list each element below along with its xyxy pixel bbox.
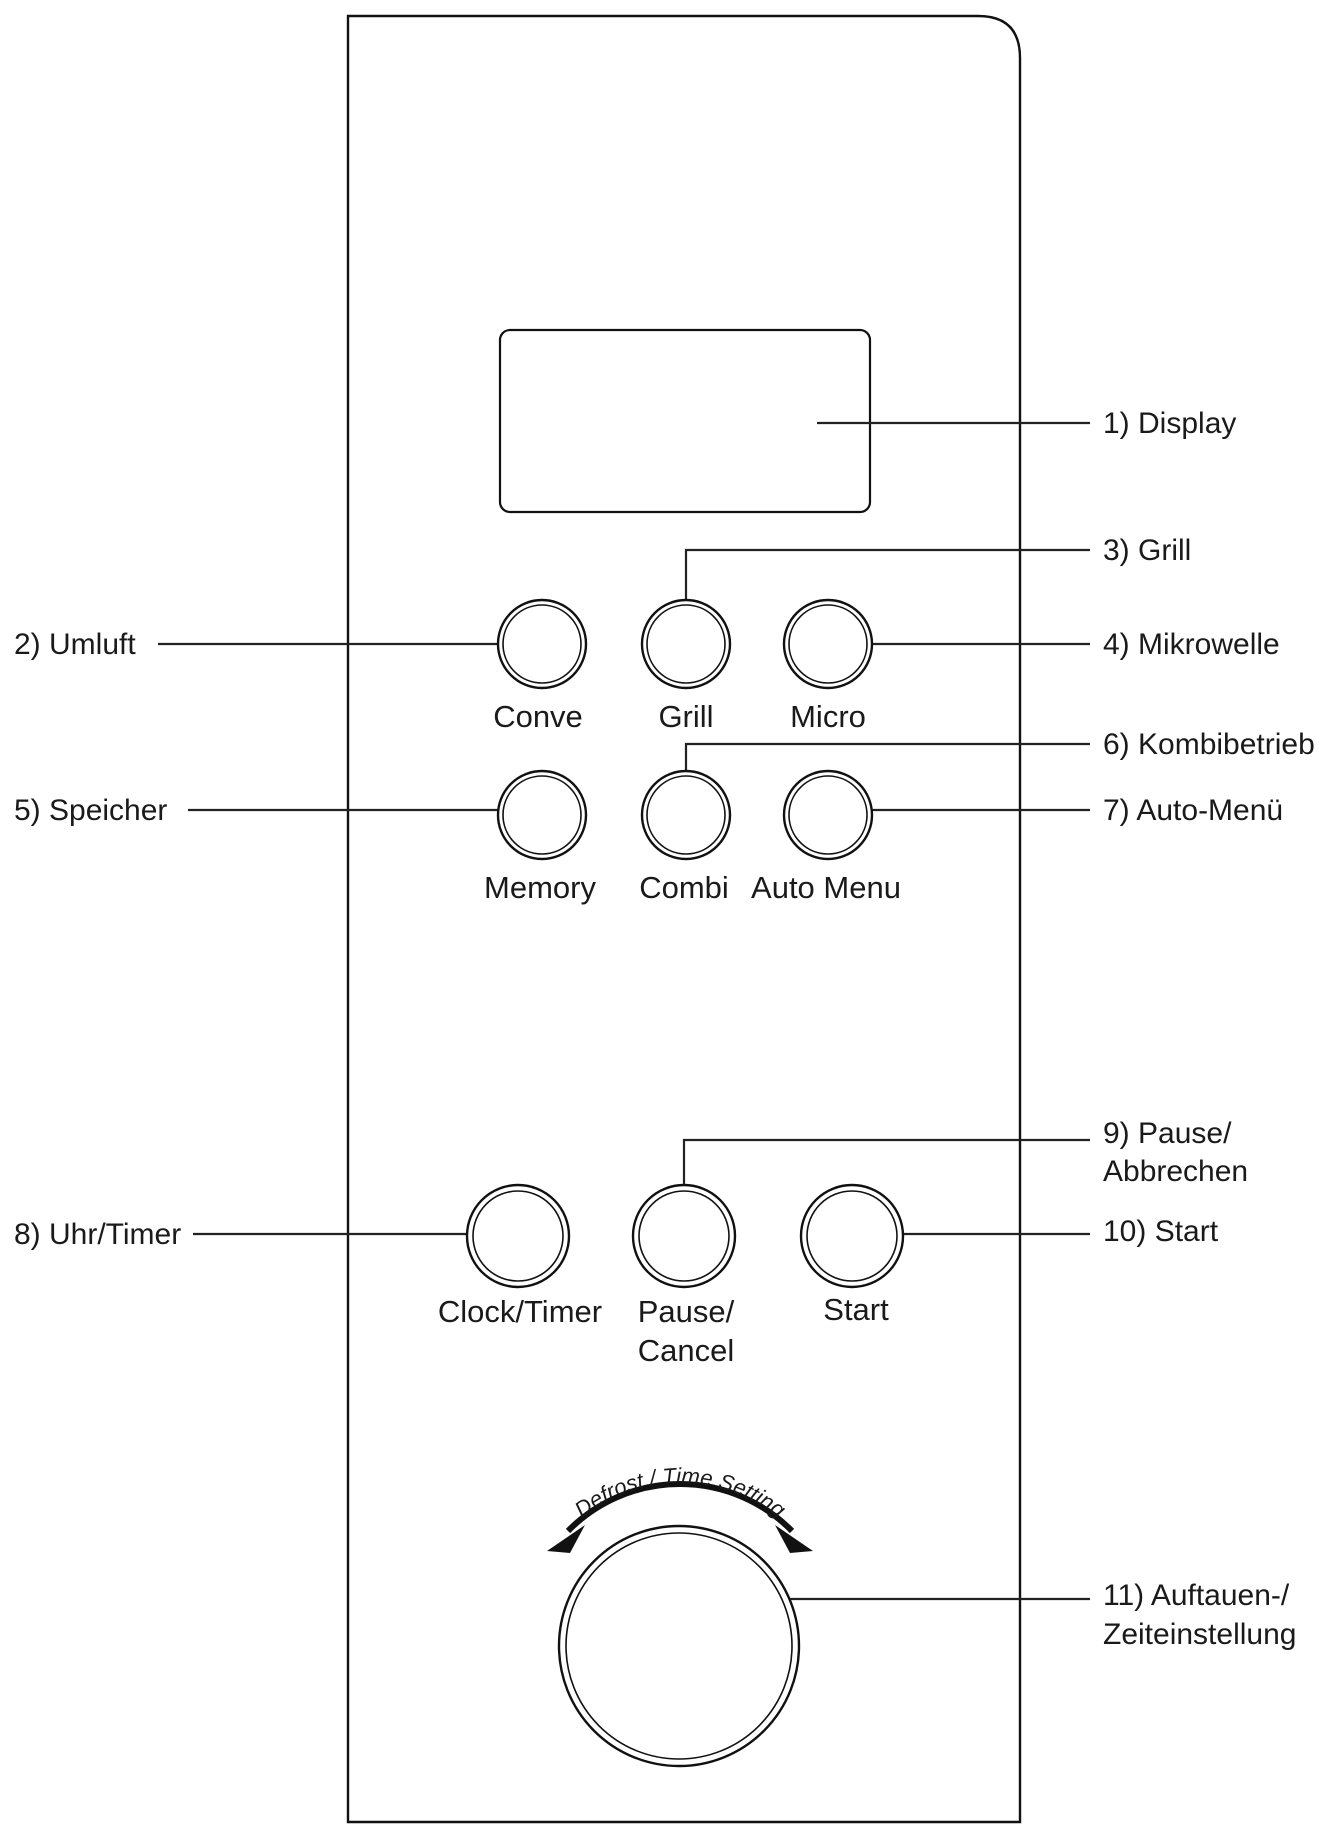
defrost-time-dial[interactable] xyxy=(557,1524,801,1768)
callout-dial-line2: Zeiteinstellung xyxy=(1103,1618,1296,1651)
arrow-right-icon xyxy=(775,1525,813,1553)
callout-display: 1) Display xyxy=(1103,407,1236,440)
callout-start: 10) Start xyxy=(1103,1215,1219,1248)
clock-timer-button[interactable] xyxy=(465,1183,571,1289)
clock-timer-label: Clock/Timer xyxy=(438,1294,602,1329)
grill-button[interactable] xyxy=(640,598,732,690)
pause-cancel-label-line2: Cancel xyxy=(638,1333,735,1368)
arrow-left-icon xyxy=(547,1525,585,1553)
pause-cancel-button[interactable] xyxy=(631,1183,737,1289)
callout-umluft: 2) Umluft xyxy=(14,628,136,661)
display-screen xyxy=(498,328,872,514)
memory-button[interactable] xyxy=(496,769,588,861)
dial-direction-arc xyxy=(547,1481,813,1553)
micro-button[interactable] xyxy=(782,598,874,690)
start-label: Start xyxy=(823,1292,889,1327)
grill-label: Grill xyxy=(658,699,713,734)
callout-pause-line1: 9) Pause/ xyxy=(1103,1117,1232,1150)
callout-pause-line2: Abbrechen xyxy=(1103,1155,1248,1188)
conve-label: Conve xyxy=(493,699,583,734)
callout-kombibetrieb: 6) Kombibetrieb xyxy=(1103,728,1315,761)
micro-label: Micro xyxy=(790,699,866,734)
combi-label: Combi xyxy=(639,870,729,905)
callout-uhr-timer: 8) Uhr/Timer xyxy=(14,1218,181,1251)
conve-button[interactable] xyxy=(496,598,588,690)
callout-grill: 3) Grill xyxy=(1103,534,1191,567)
callout-speicher: 5) Speicher xyxy=(14,794,167,827)
auto-menu-label: Auto Menu xyxy=(751,870,901,905)
callout-dial-line1: 11) Auftauen-/ xyxy=(1103,1579,1290,1612)
callout-mikrowelle: 4) Mikrowelle xyxy=(1103,628,1280,661)
combi-button[interactable] xyxy=(640,769,732,861)
auto-menu-button[interactable] xyxy=(782,769,874,861)
start-button[interactable] xyxy=(799,1183,905,1289)
callout-auto-menu: 7) Auto-Menü xyxy=(1103,794,1283,827)
pause-cancel-label-line1: Pause/ xyxy=(638,1294,735,1329)
memory-label: Memory xyxy=(484,870,596,905)
